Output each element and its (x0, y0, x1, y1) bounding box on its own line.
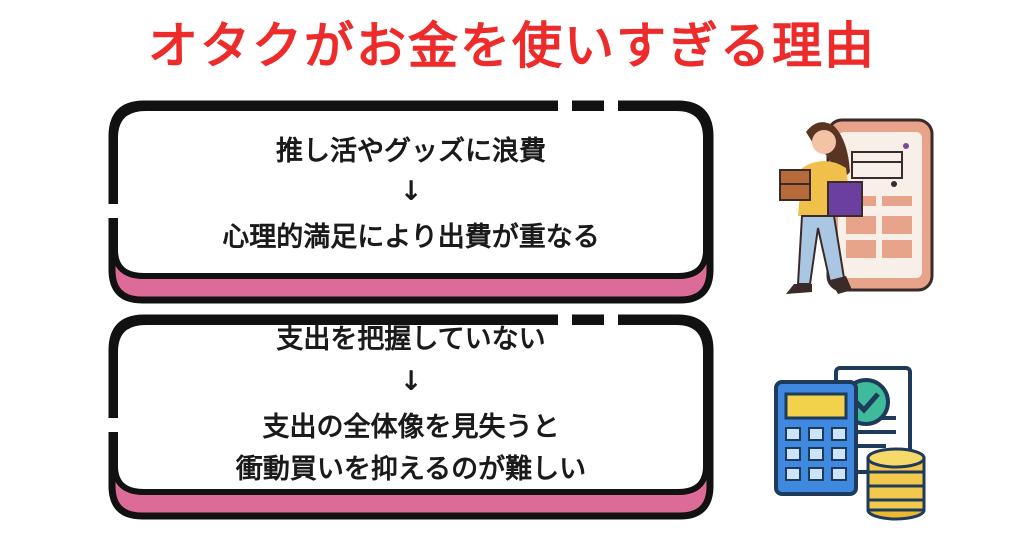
reason-card-1: 推し活やグッズに浪費 ↓ 心理的満足により出費が重なる (108, 100, 714, 304)
card-1-line-1: 推し活やグッズに浪費 (276, 136, 546, 167)
card-frame (108, 314, 714, 520)
card-frame (108, 100, 714, 304)
card-2-line-1: 支出を把握していない (276, 324, 546, 355)
card-2-line-2: 支出の全体像を見失うと (262, 412, 560, 443)
page-title: オタクがお金を使いすぎる理由 (148, 17, 876, 75)
down-arrow-icon: ↓ (399, 176, 423, 207)
reason-card-2: 支出を把握していない ↓ 支出の全体像を見失うと 衝動買いを抑えるのが難しい (108, 314, 714, 520)
card-1-line-2: 心理的満足により出費が重なる (222, 222, 600, 253)
calculator-coins-icon (774, 366, 926, 521)
card-2-line-3: 衝動買いを抑えるのが難しい (235, 454, 587, 485)
down-arrow-icon: ↓ (399, 366, 423, 397)
shopping-woman-illustration (779, 118, 934, 294)
